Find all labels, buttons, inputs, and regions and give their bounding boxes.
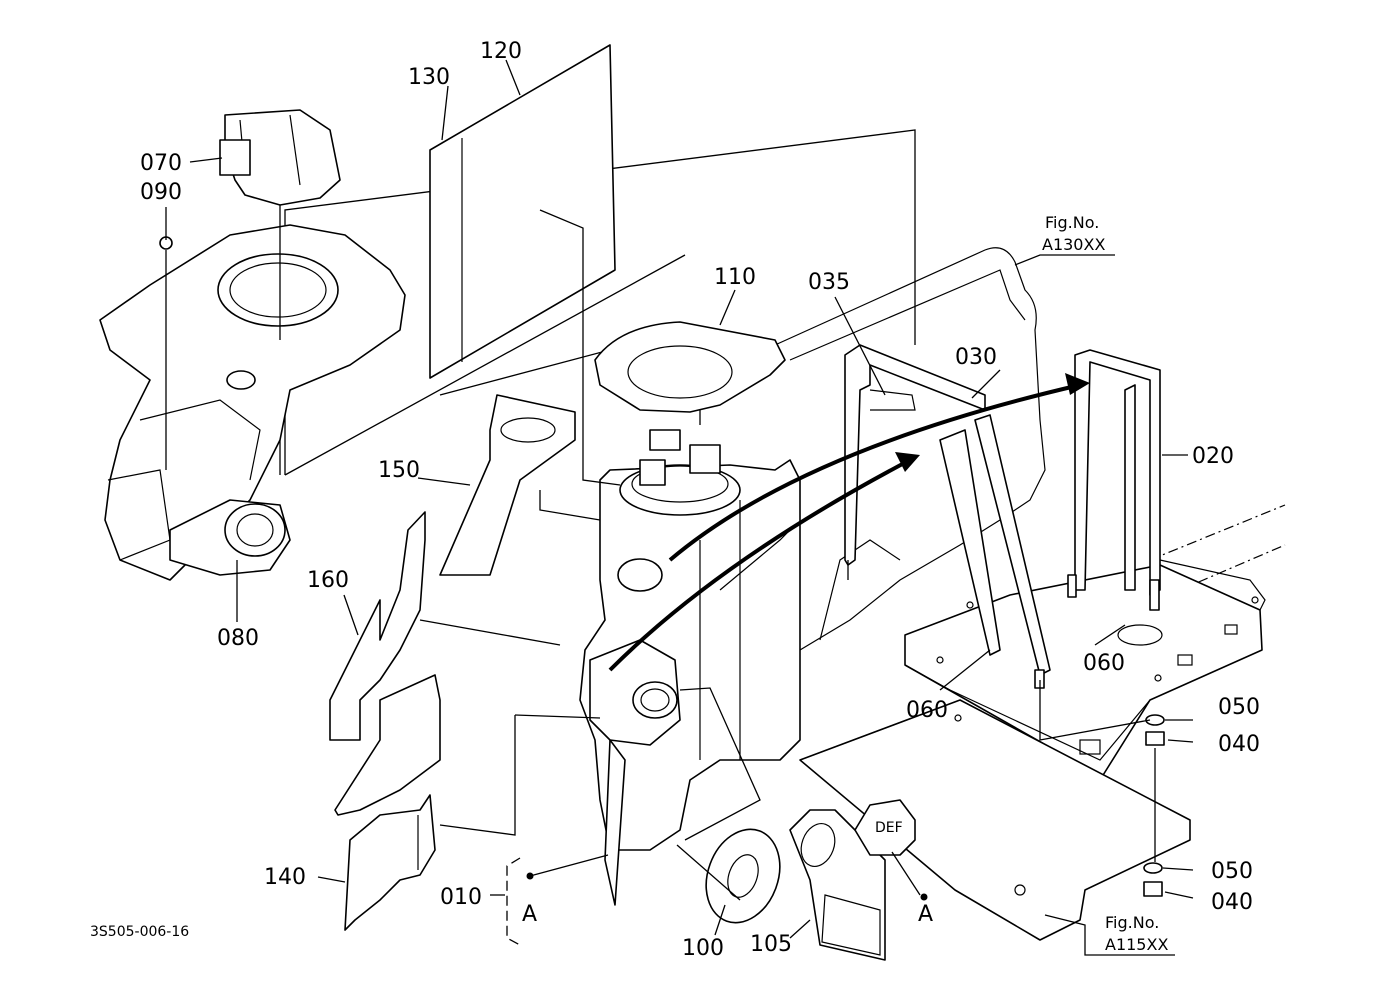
part-130-sheet	[429, 44, 616, 379]
label-130: 130	[408, 65, 450, 90]
part-140-pads	[344, 794, 436, 931]
fig-ref-a115-line1: Fig.No.	[1105, 913, 1159, 932]
figure-reference-a115: Fig.No. A115XX	[1105, 913, 1168, 954]
leader-lines	[165, 59, 1194, 956]
label-100: 100	[682, 936, 724, 961]
label-140: 140	[264, 865, 306, 890]
label-090: 090	[140, 180, 182, 205]
upper-tank-assembly	[99, 224, 406, 581]
part-100-washer	[705, 828, 781, 924]
part-040-nut	[1143, 731, 1165, 897]
drawing-code: 3S505-006-16	[90, 924, 189, 940]
label-030: 030	[955, 345, 997, 370]
part-070-inlet	[219, 109, 341, 206]
view-a-bracket	[490, 857, 928, 946]
part-050-washer	[1143, 714, 1165, 874]
leader-frame-2	[284, 254, 686, 476]
part-030-bracket	[844, 344, 1051, 676]
label-110: 110	[714, 265, 756, 290]
figure-reference-a130: Fig.No. A130XX	[1042, 213, 1105, 254]
part-150-strap	[439, 394, 576, 576]
part-110-gasket	[594, 321, 786, 413]
label-080: 080	[217, 626, 259, 651]
label-120: 120	[480, 39, 522, 64]
assembly-arrows	[608, 373, 1090, 672]
label-010: 010	[440, 885, 482, 910]
def-cap: DEF	[854, 799, 916, 856]
cap-label: DEF	[875, 820, 903, 836]
label-020: 020	[1192, 444, 1234, 469]
label-040-upper: 040	[1218, 732, 1260, 757]
view-marker-a-left: A	[522, 902, 537, 927]
fig-ref-a130-line1: Fig.No.	[1045, 213, 1099, 232]
label-050-lower: 050	[1211, 859, 1253, 884]
cover-plate	[799, 699, 1191, 941]
label-070: 070	[140, 151, 182, 176]
part-020-strap	[1034, 349, 1161, 689]
label-060-left: 060	[906, 698, 948, 723]
fig-ref-a130-line2: A130XX	[1042, 235, 1105, 254]
view-marker-a-right: A	[918, 902, 933, 927]
part-labels: 120 130 070 090 110 035 030 020 150 160 …	[140, 39, 1260, 961]
label-105: 105	[750, 932, 792, 957]
label-035: 035	[808, 270, 850, 295]
label-040-lower: 040	[1211, 890, 1253, 915]
label-150: 150	[378, 458, 420, 483]
label-060-right: 060	[1083, 651, 1125, 676]
label-050-upper: 050	[1218, 695, 1260, 720]
part-160-pads	[329, 511, 441, 816]
part-105-tag	[789, 809, 886, 961]
label-160: 160	[307, 568, 349, 593]
fig-ref-a115-line2: A115XX	[1105, 935, 1168, 954]
